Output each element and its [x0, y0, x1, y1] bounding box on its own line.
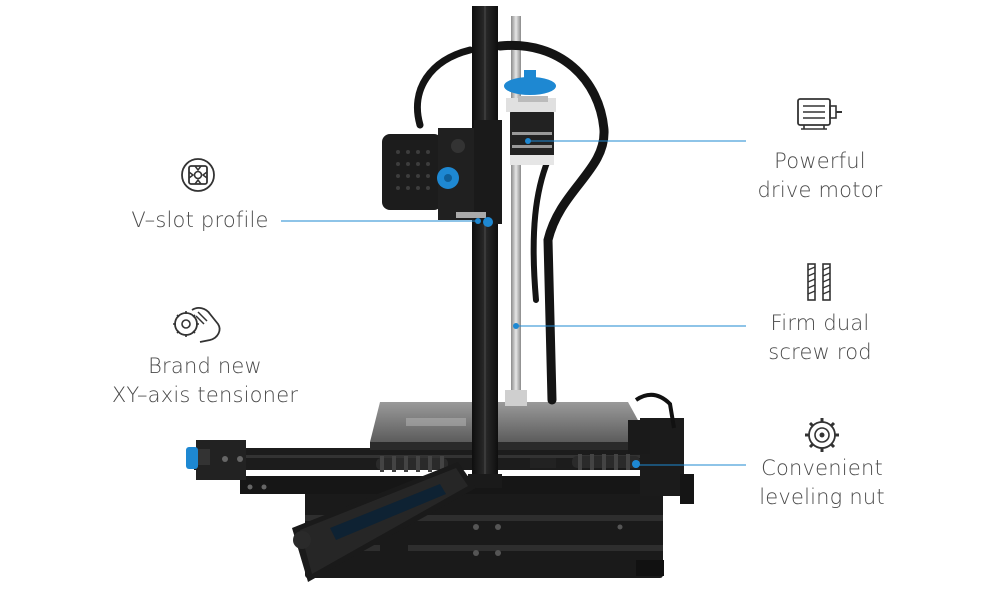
cable-loom [413, 40, 609, 405]
v-slot-profile-icon [181, 158, 215, 192]
control-display [292, 462, 476, 582]
label-leveling-line1: Convenient [761, 456, 883, 480]
gear-nut-icon [805, 418, 839, 452]
top-blue-knob [504, 70, 556, 102]
callout-dot-motor [525, 138, 531, 144]
callout-dot-leveling [633, 462, 639, 468]
z-lead-screw [505, 16, 527, 406]
label-vslot-line1: V–slot profile [131, 208, 269, 232]
build-plate [370, 402, 650, 454]
hotend-assembly [382, 120, 502, 227]
label-leveling-line2: leveling nut [759, 485, 885, 509]
z-frame-column [468, 6, 502, 488]
label-tensioner-line1: Brand new [148, 354, 262, 378]
dual-screw-rod-icon [807, 263, 831, 301]
hand-knob-icon [173, 307, 221, 343]
callout-dot-screw [513, 323, 519, 329]
label-vslot-profile: V–slot profile [100, 206, 300, 235]
label-drive-motor: Powerful drive motor [720, 147, 920, 205]
motor-icon [797, 98, 842, 130]
label-motor-line2: drive motor [757, 178, 883, 202]
label-dual-screw-rod: Firm dual screw rod [720, 309, 920, 367]
label-screw-line2: screw rod [768, 340, 872, 364]
callout-dot-vslot [475, 218, 481, 224]
label-tensioner-line2: XY–axis tensioner [111, 383, 299, 407]
label-screw-line1: Firm dual [770, 311, 870, 335]
leveling-wheels [376, 454, 640, 472]
label-motor-line1: Powerful [774, 149, 866, 173]
label-leveling-nut: Convenient leveling nut [722, 454, 922, 512]
label-xy-tensioner: Brand new XY–axis tensioner [90, 352, 320, 410]
